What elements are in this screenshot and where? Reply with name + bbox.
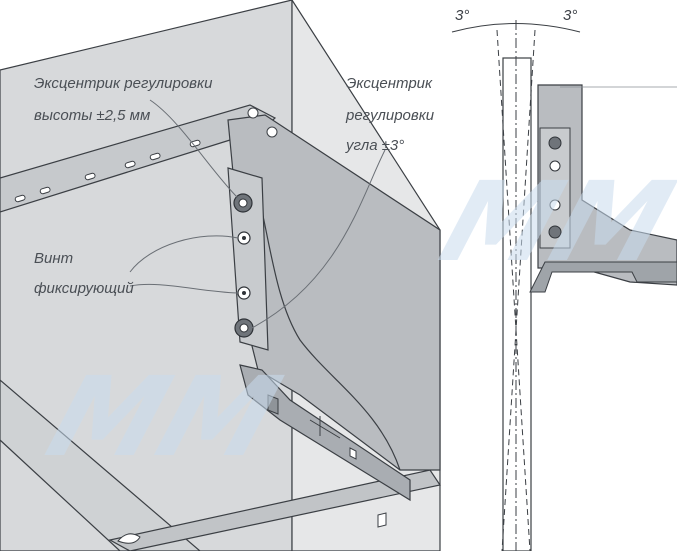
fixing-screw-lower-icon	[237, 286, 251, 300]
angle-cam-leader	[251, 149, 386, 329]
fixing-screw-upper-icon	[237, 231, 251, 245]
side-view: 3° 3° MM	[427, 7, 677, 551]
angle-right-label: 3°	[563, 7, 577, 24]
bottom-rail	[0, 379, 201, 551]
height-cam-label-line1: Эксцентрик регулировки	[34, 75, 213, 92]
fixing-screw-leader-upper	[129, 235, 239, 273]
svg-text:Эксцентрик регулировки: Эксцентрик регулировки угла ±3°	[345, 75, 438, 154]
bottom-front-rail	[108, 469, 441, 551]
runner	[239, 364, 411, 502]
side-runner	[529, 261, 677, 293]
height-cam-icon	[233, 193, 253, 213]
runner-details	[267, 394, 357, 460]
leader-lines	[129, 99, 386, 329]
tilt-lines	[496, 20, 536, 551]
rail-slot-front	[377, 512, 387, 528]
angle-cam-label-line1: Эксцентрик	[346, 75, 433, 92]
svg-text:Эксцентрик регулировки в: Эксцентрик регулировки высоты ±2,5 мм	[34, 75, 217, 124]
bracket-curve	[254, 179, 401, 471]
front-panel-section	[502, 57, 532, 551]
top-screws	[247, 107, 278, 138]
fixing-screw-label-line2: фиксирующий	[34, 280, 134, 297]
watermark-right: MM	[427, 158, 677, 287]
angle-cam-icon	[234, 318, 254, 338]
side-cams	[548, 136, 562, 239]
top-rail-slots	[14, 139, 201, 203]
svg-text:Винт фиксирующий: Винт фиксирующий	[34, 250, 134, 297]
iso-view: Эксцентрик регулировки высоты ±2,5 мм Эк…	[0, 0, 441, 551]
height-cam-label-line2: высоты ±2,5 мм	[34, 107, 150, 124]
adjuster-plate	[227, 167, 269, 351]
angle-cam-label-line3: угла ±3°	[345, 137, 404, 154]
watermark-left: MM	[34, 353, 295, 482]
angle-cam-label-line2: регулировки	[345, 107, 435, 124]
fixing-screw-label-line1: Винт	[34, 250, 73, 267]
angle-left-label: 3°	[455, 7, 469, 24]
rail-cutout	[117, 533, 141, 544]
height-cam-leader	[149, 99, 239, 199]
fixing-screw-leader-lower	[129, 283, 239, 294]
angle-arc	[451, 23, 581, 33]
